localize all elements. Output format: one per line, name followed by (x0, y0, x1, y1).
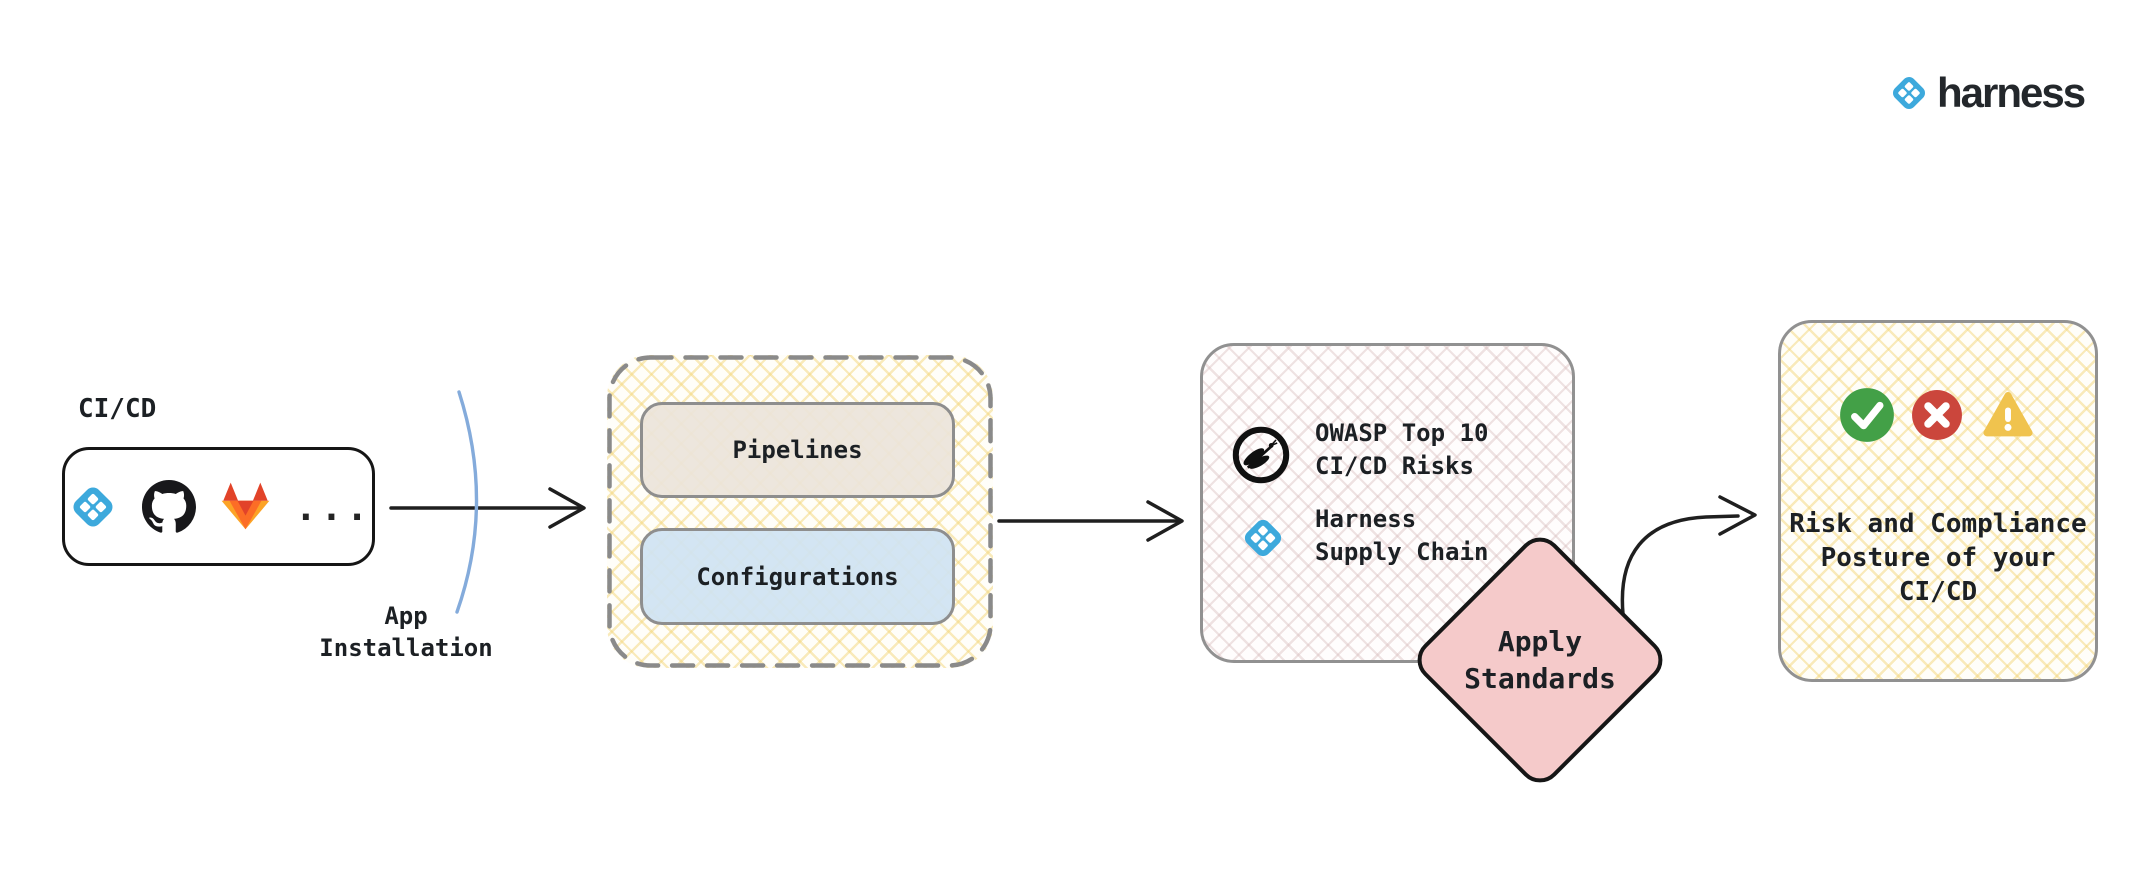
app-installation-label: App Installation (300, 600, 512, 664)
dashed-border (607, 355, 993, 668)
ellipsis-more-providers: ... (294, 488, 372, 529)
app-installation-arc (455, 390, 479, 614)
result-label: Risk and Compliance Posture of your CI/C… (1789, 509, 2087, 607)
arrow-standards-to-result (1620, 514, 1740, 616)
cicd-sources-label: CI/CD (78, 394, 157, 424)
pipelines-box: Pipelines (640, 402, 955, 498)
configurations-box: Configurations (640, 528, 955, 625)
app-installation-line1: App (384, 602, 428, 630)
configurations-label: Configurations (696, 562, 899, 591)
harness-logo: harness (1886, 69, 2086, 116)
apply-standards-label: Apply Standards (1464, 625, 1616, 695)
pipelines-label: Pipelines (732, 436, 863, 464)
cicd-sources-box: ... (62, 447, 375, 566)
app-scope-container: Pipelines Configurations (607, 355, 993, 668)
harness-logo-text: harness (1937, 69, 2086, 116)
arrowhead (548, 487, 586, 529)
app-installation-line2: Installation (319, 634, 493, 662)
arrowhead (1146, 500, 1184, 542)
arrowhead (1718, 495, 1757, 536)
harness-row-text: Harness Supply Chain (1315, 505, 1489, 566)
owasp-row-text: OWASP Top 10 CI/CD Risks (1315, 419, 1489, 480)
result-box: Risk and Compliance Posture of your CI/C… (1778, 320, 2098, 682)
